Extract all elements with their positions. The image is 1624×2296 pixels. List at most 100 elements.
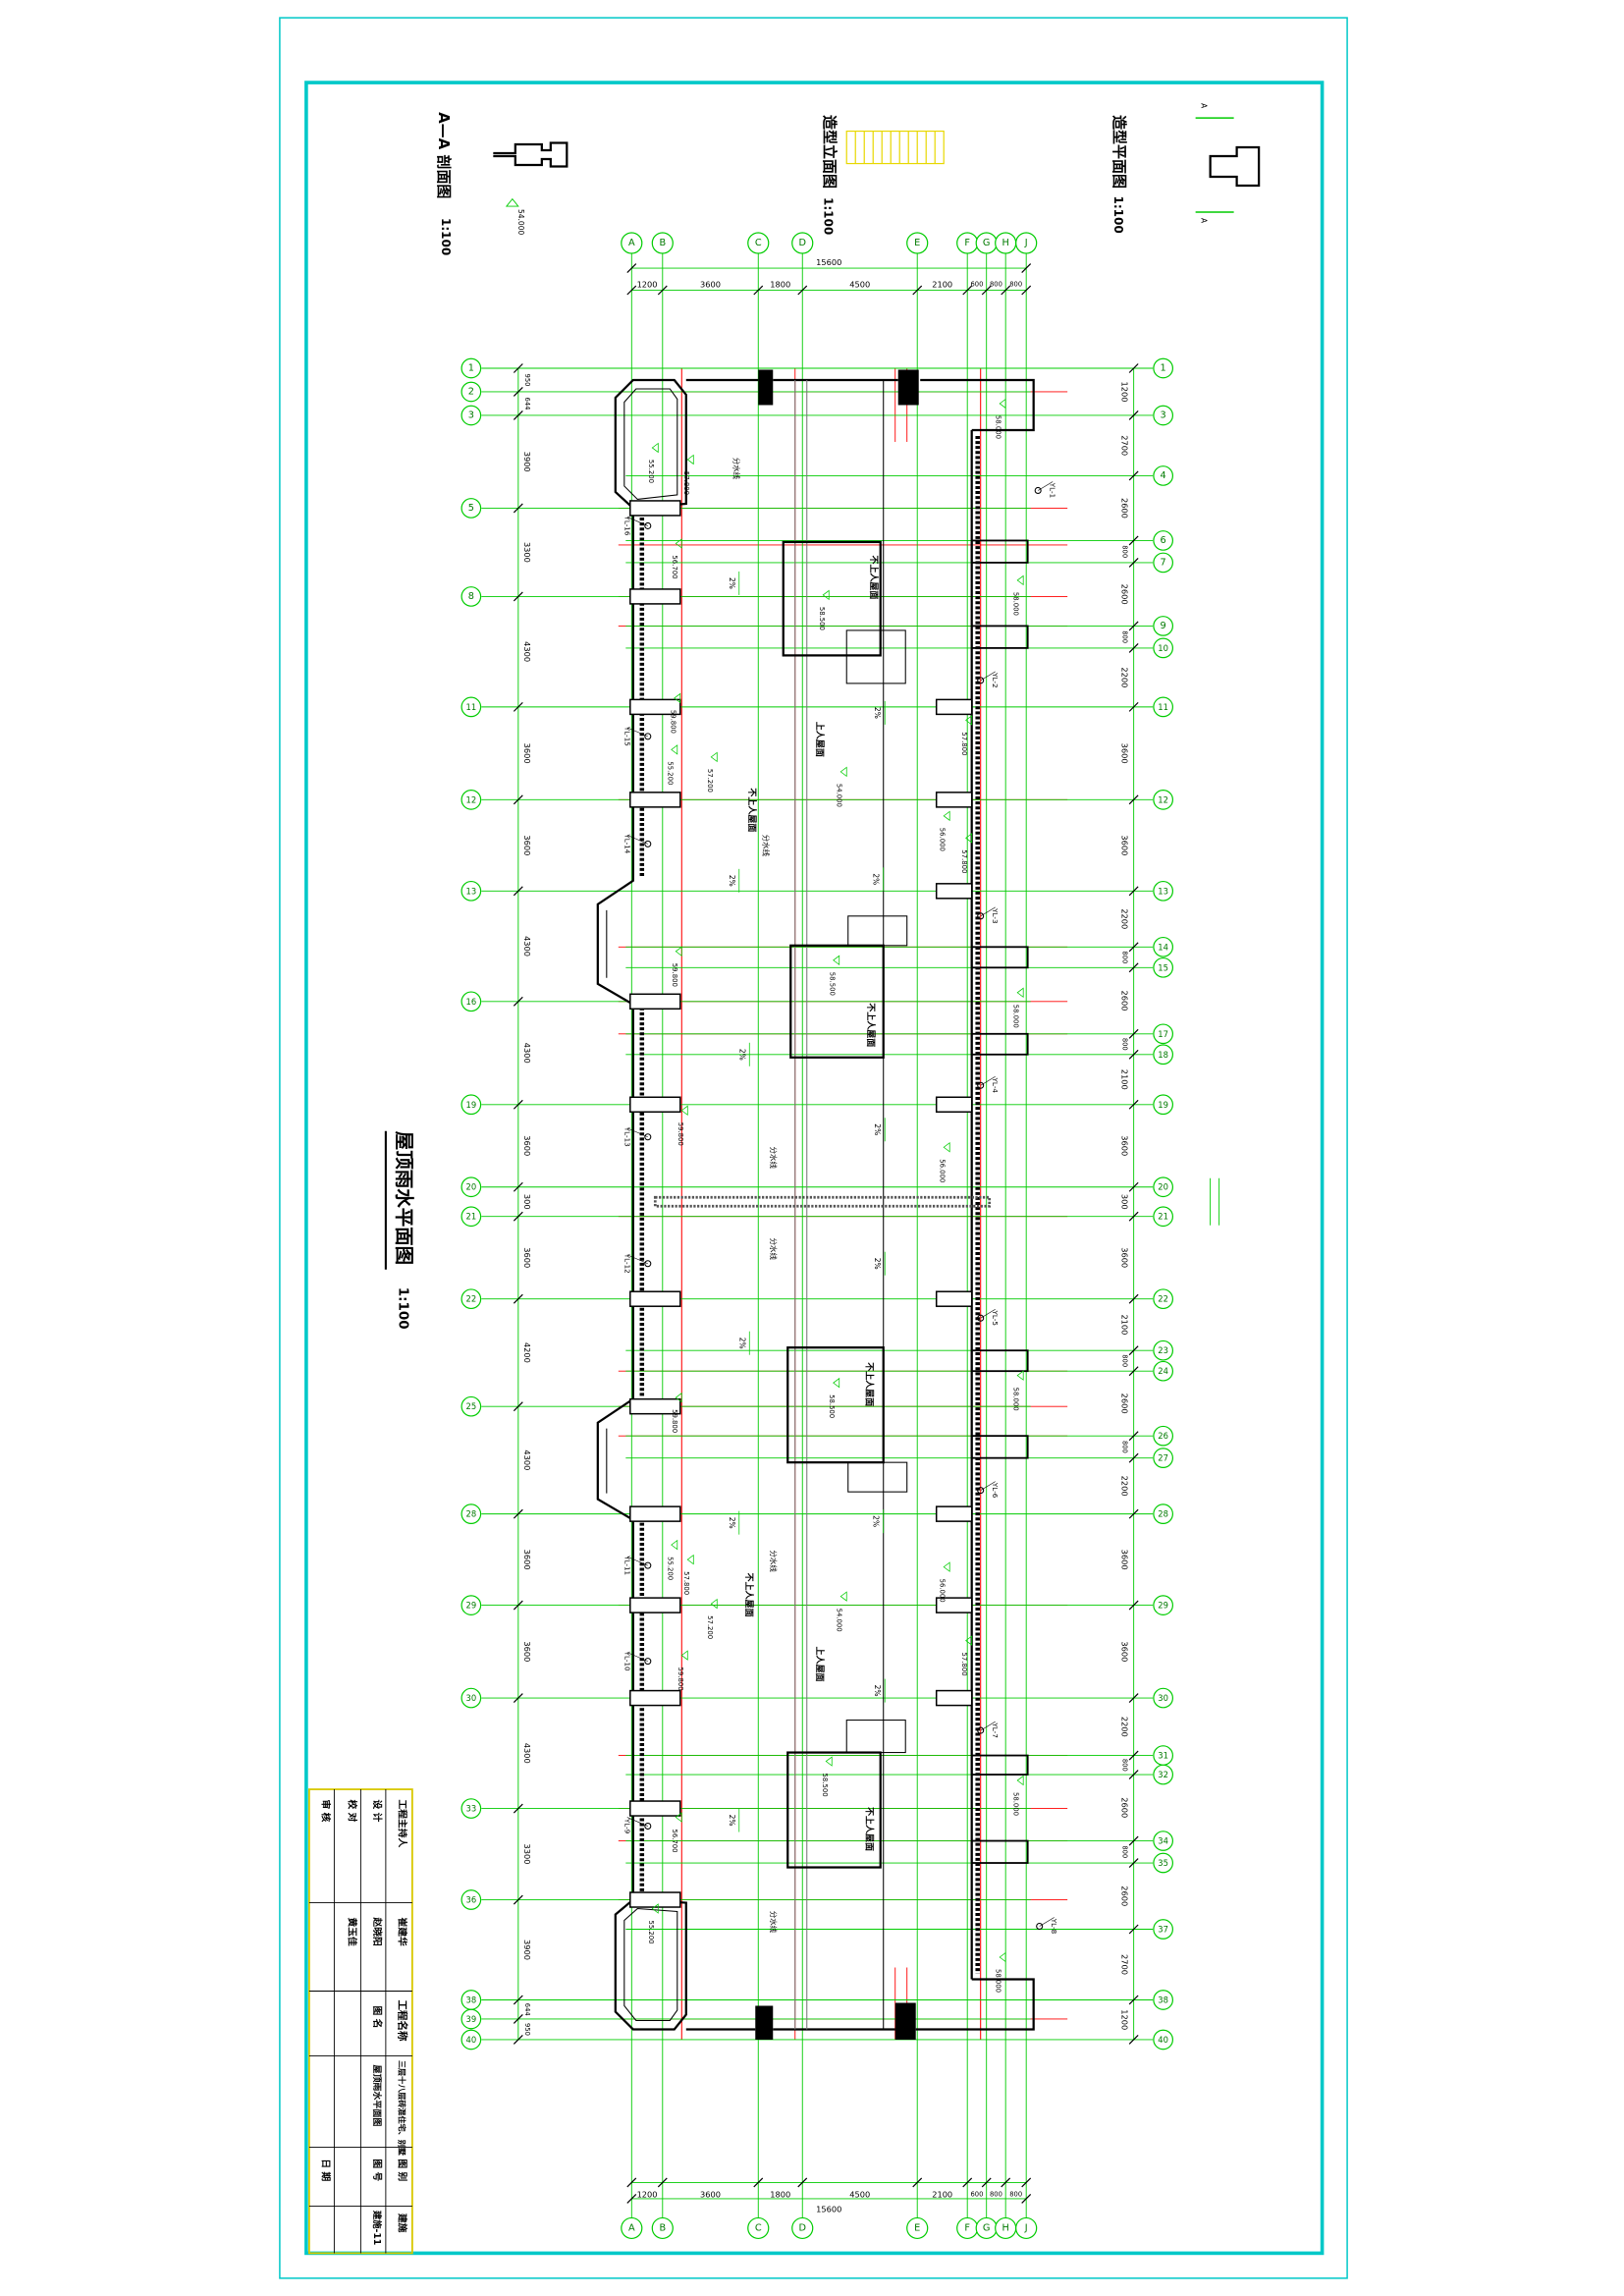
elevation-marker-icon xyxy=(943,1142,950,1153)
elevation-marker-icon xyxy=(675,1392,682,1403)
dimension-tick xyxy=(513,503,523,514)
left-pier xyxy=(629,993,681,1011)
dimension-tick xyxy=(513,1508,523,1519)
axis-bubble-right-28-circle xyxy=(1153,1503,1173,1524)
dimension-left: 3600 xyxy=(522,835,532,855)
axis-bubble-bottom-D-circle xyxy=(791,2216,814,2240)
axis-bubble-left-13-circle xyxy=(460,880,482,902)
downpipe-icon xyxy=(1036,1922,1044,1931)
drawing-frame xyxy=(304,81,1325,2256)
elevation-marker-icon xyxy=(686,1554,694,1565)
left-pier xyxy=(629,792,681,808)
dimension-tick xyxy=(513,1181,523,1192)
elevation-label: 57.200 xyxy=(706,1615,714,1639)
axis-bubble-top-J: J xyxy=(1024,238,1028,248)
axis-bubble-left-11-circle xyxy=(460,696,482,718)
axis-bubble-right-26-circle xyxy=(1153,1425,1173,1447)
axis-bubble-right-34-circle xyxy=(1153,1831,1173,1851)
roof-outline xyxy=(596,369,1220,2040)
downpipe-label: YL-3 xyxy=(991,907,1000,923)
axis-bubble-left-22: 22 xyxy=(466,1294,477,1304)
left-pier xyxy=(629,1397,681,1415)
axis-bubble-right-30: 30 xyxy=(1158,1693,1168,1703)
plan-title: 造型平面图 xyxy=(1110,115,1128,189)
axis-bubble-top-B: B xyxy=(659,238,666,248)
dimension-top: 800 xyxy=(1009,281,1022,289)
accessible-roof-label: 上人屋面 xyxy=(814,1647,826,1682)
dimension-left: 4300 xyxy=(522,1449,532,1470)
elevation-marker-icon xyxy=(943,810,950,822)
elevation-marker-icon xyxy=(671,744,678,755)
axis-bubble-bottom-J: J xyxy=(1024,2222,1028,2233)
axis-bubble-left-8: 8 xyxy=(468,591,474,602)
downpipe-label: YL-16 xyxy=(623,515,631,535)
downpipe-icon xyxy=(644,840,652,847)
axis-bubble-top-A: A xyxy=(628,238,635,248)
elevation-label: 56.000 xyxy=(939,1579,947,1603)
right-bay xyxy=(970,539,1029,564)
axis-bubble-left-22-circle xyxy=(460,1288,482,1310)
dimension-tick xyxy=(513,1293,523,1304)
tb-category-label: 图 别 xyxy=(396,2159,408,2181)
dimension-left: 644 xyxy=(523,2003,531,2016)
downpipe-label: YL-6 xyxy=(991,1482,1000,1499)
dimension-bottom: 800 xyxy=(990,2190,1002,2198)
elevation-marker-icon xyxy=(1016,574,1024,586)
dimension-tick xyxy=(1128,1770,1139,1779)
downpipe-label: YL-13 xyxy=(623,1126,631,1147)
dimension-top: 3600 xyxy=(700,280,721,290)
elevation-marker-icon xyxy=(965,1635,973,1646)
axis-bubble-bottom-G: G xyxy=(983,2222,991,2233)
dimension-tick xyxy=(1128,1995,1139,2005)
axis-bubble-right-20: 20 xyxy=(1158,1182,1168,1192)
elevation-marker-icon xyxy=(505,197,519,207)
axis-bubble-left-33: 33 xyxy=(466,1804,477,1814)
dimension-tick xyxy=(1128,1181,1139,1192)
axis-bubble-right-30-circle xyxy=(1153,1687,1173,1709)
axis-bubble-left-30-circle xyxy=(460,1687,482,1709)
downpipe-icon xyxy=(977,1081,985,1089)
dimension-bottom: 600 xyxy=(971,2190,984,2198)
dimension-tick xyxy=(513,1803,523,1814)
axis-bubble-right-14-circle xyxy=(1153,936,1173,957)
dimension-tick xyxy=(1128,1028,1139,1039)
axis-bubble-right-35-circle xyxy=(1153,1852,1173,1874)
axis-bubble-left-21-circle xyxy=(460,1206,482,1228)
downpipe-leader xyxy=(980,906,996,917)
dimension-tick xyxy=(626,2177,637,2188)
axis-bubble-right-7: 7 xyxy=(1161,557,1166,568)
downpipe-label: YL-12 xyxy=(623,1253,631,1274)
dimension-left: 3600 xyxy=(522,1135,532,1156)
downpipe-leader xyxy=(626,1652,648,1662)
dimension-tick xyxy=(1128,410,1139,420)
left-pier xyxy=(629,1689,681,1707)
dimension-tick xyxy=(1128,1452,1139,1463)
downpipe-leader xyxy=(980,671,996,682)
downpipe-icon xyxy=(644,733,652,740)
dimension-tick xyxy=(513,886,523,897)
axis-bubble-left-39-circle xyxy=(460,2008,482,2030)
dimension-left: 4300 xyxy=(522,641,532,662)
dimension-top: 2100 xyxy=(932,280,952,290)
axis-bubble-left-28: 28 xyxy=(466,1509,477,1519)
left-pier xyxy=(629,500,681,517)
axis-bubble-left-29-circle xyxy=(460,1595,482,1615)
elevation-label: 59.800 xyxy=(671,1409,678,1433)
axis-bubble-top-D: D xyxy=(799,238,807,248)
axis-bubble-left-8-circle xyxy=(460,586,482,607)
section-elevation: 54.000 xyxy=(516,209,525,235)
axis-bubble-right-38: 38 xyxy=(1158,1995,1168,2004)
dimension-tick xyxy=(962,285,973,296)
dimension-right: 3600 xyxy=(1120,1135,1130,1156)
dimension-left: 3900 xyxy=(522,452,532,472)
accessible-roof-label: 上人屋面 xyxy=(814,722,826,757)
slope-label: 2% xyxy=(873,1685,882,1697)
dimension-tick xyxy=(962,2177,973,2188)
tb-number-label: 图 号 xyxy=(371,2159,383,2181)
elevation-marker-icon xyxy=(686,454,694,465)
axis-bubble-right-24: 24 xyxy=(1158,1366,1168,1376)
dimension-right: 2600 xyxy=(1120,1394,1130,1414)
axis-bubble-right-26: 26 xyxy=(1158,1431,1168,1441)
left-pier xyxy=(629,1800,681,1817)
